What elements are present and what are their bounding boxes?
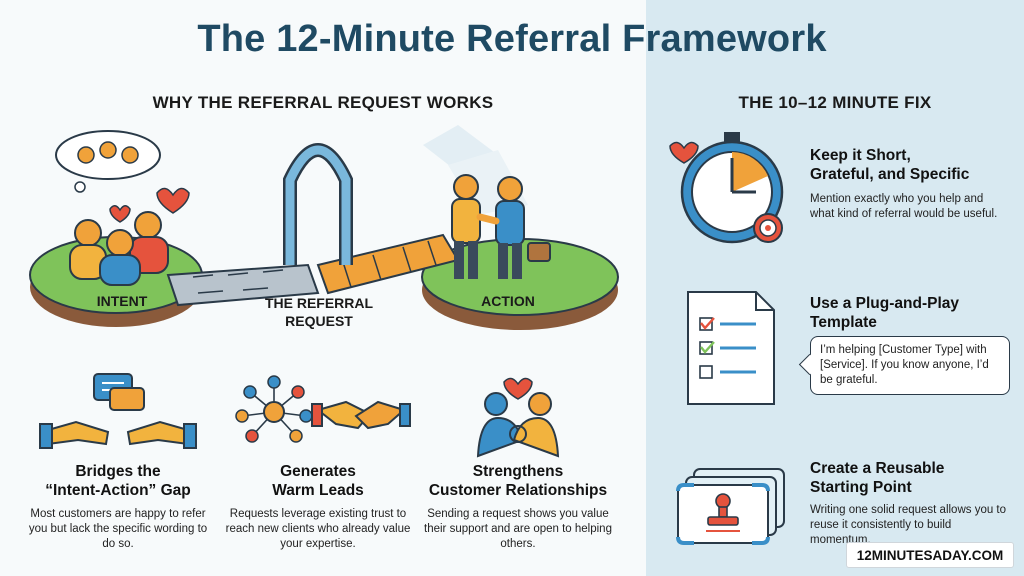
step-title-line1: Create a Reusable <box>810 460 945 477</box>
benefit-warm-leads: Generates Warm Leads Requests leverage e… <box>218 370 418 552</box>
benefit-title-line2: “Intent-Action” Gap <box>45 482 191 499</box>
right-section-heading: THE 10–12 MINUTE FIX <box>738 93 932 112</box>
benefit-title-line2: Warm Leads <box>272 482 364 499</box>
network-handshake-icon <box>235 375 411 443</box>
stamp-cards-icon <box>676 468 785 545</box>
brand-badge[interactable]: 12MINUTESADAY.COM <box>846 542 1014 568</box>
bridge-scene-icon <box>29 125 619 330</box>
heart-embrace-icon <box>476 377 560 458</box>
step-title-line2: Grateful, and Specific <box>810 166 970 183</box>
benefit-title-line1: Bridges the <box>75 463 161 480</box>
left-section-heading: WHY THE REFERRAL REQUEST WORKS <box>152 93 494 112</box>
benefit-title-line2: Customer Relationships <box>428 482 608 499</box>
step-title-line1: Use a Plug-and-Play <box>810 295 960 312</box>
benefit-intent-action-gap: Bridges the “Intent-Action” Gap Most cus… <box>18 370 218 552</box>
benefit-desc: Sending a request shows you value their … <box>424 508 612 550</box>
step-reusable-starting-point: Create a Reusable Starting Point Writing… <box>664 455 1014 565</box>
step-desc: Writing one solid request allows you to … <box>810 504 1007 546</box>
handshake-chat-icon <box>39 373 197 449</box>
step-plug-and-play-template: Use a Plug-and-Play Template I’m helping… <box>664 290 1014 410</box>
benefit-desc: Requests leverage existing trust to reac… <box>225 508 411 550</box>
benefit-title-line1: Generates <box>280 463 356 480</box>
page-title: The 12-Minute Referral Framework <box>197 18 827 60</box>
step-title-line2: Template <box>810 314 877 331</box>
step-desc: Mention exactly who you help and what ki… <box>810 193 998 220</box>
bridge-label-line2: REQUEST <box>285 313 353 329</box>
step-keep-it-short: Keep it Short, Grateful, and Specific Me… <box>664 130 1014 250</box>
template-speech-bubble: I’m helping [Customer Type] with [Servic… <box>810 336 1010 395</box>
checklist-document-icon <box>687 291 775 405</box>
referral-bridge-illustration: INTENT THE REFERRAL REQUEST ACTION <box>28 125 628 355</box>
stopwatch-target-icon <box>669 132 784 244</box>
bridge-label-line1: THE REFERRAL <box>264 295 374 311</box>
benefit-customer-relationships: Strengthens Customer Relationships Sendi… <box>418 370 618 552</box>
step-title-line1: Keep it Short, <box>810 147 911 164</box>
action-label: ACTION <box>481 293 535 309</box>
benefit-desc: Most customers are happy to refer you bu… <box>28 508 208 550</box>
step-title-line2: Starting Point <box>810 479 912 496</box>
intent-label: INTENT <box>96 293 148 309</box>
benefit-title-line1: Strengthens <box>472 463 564 480</box>
